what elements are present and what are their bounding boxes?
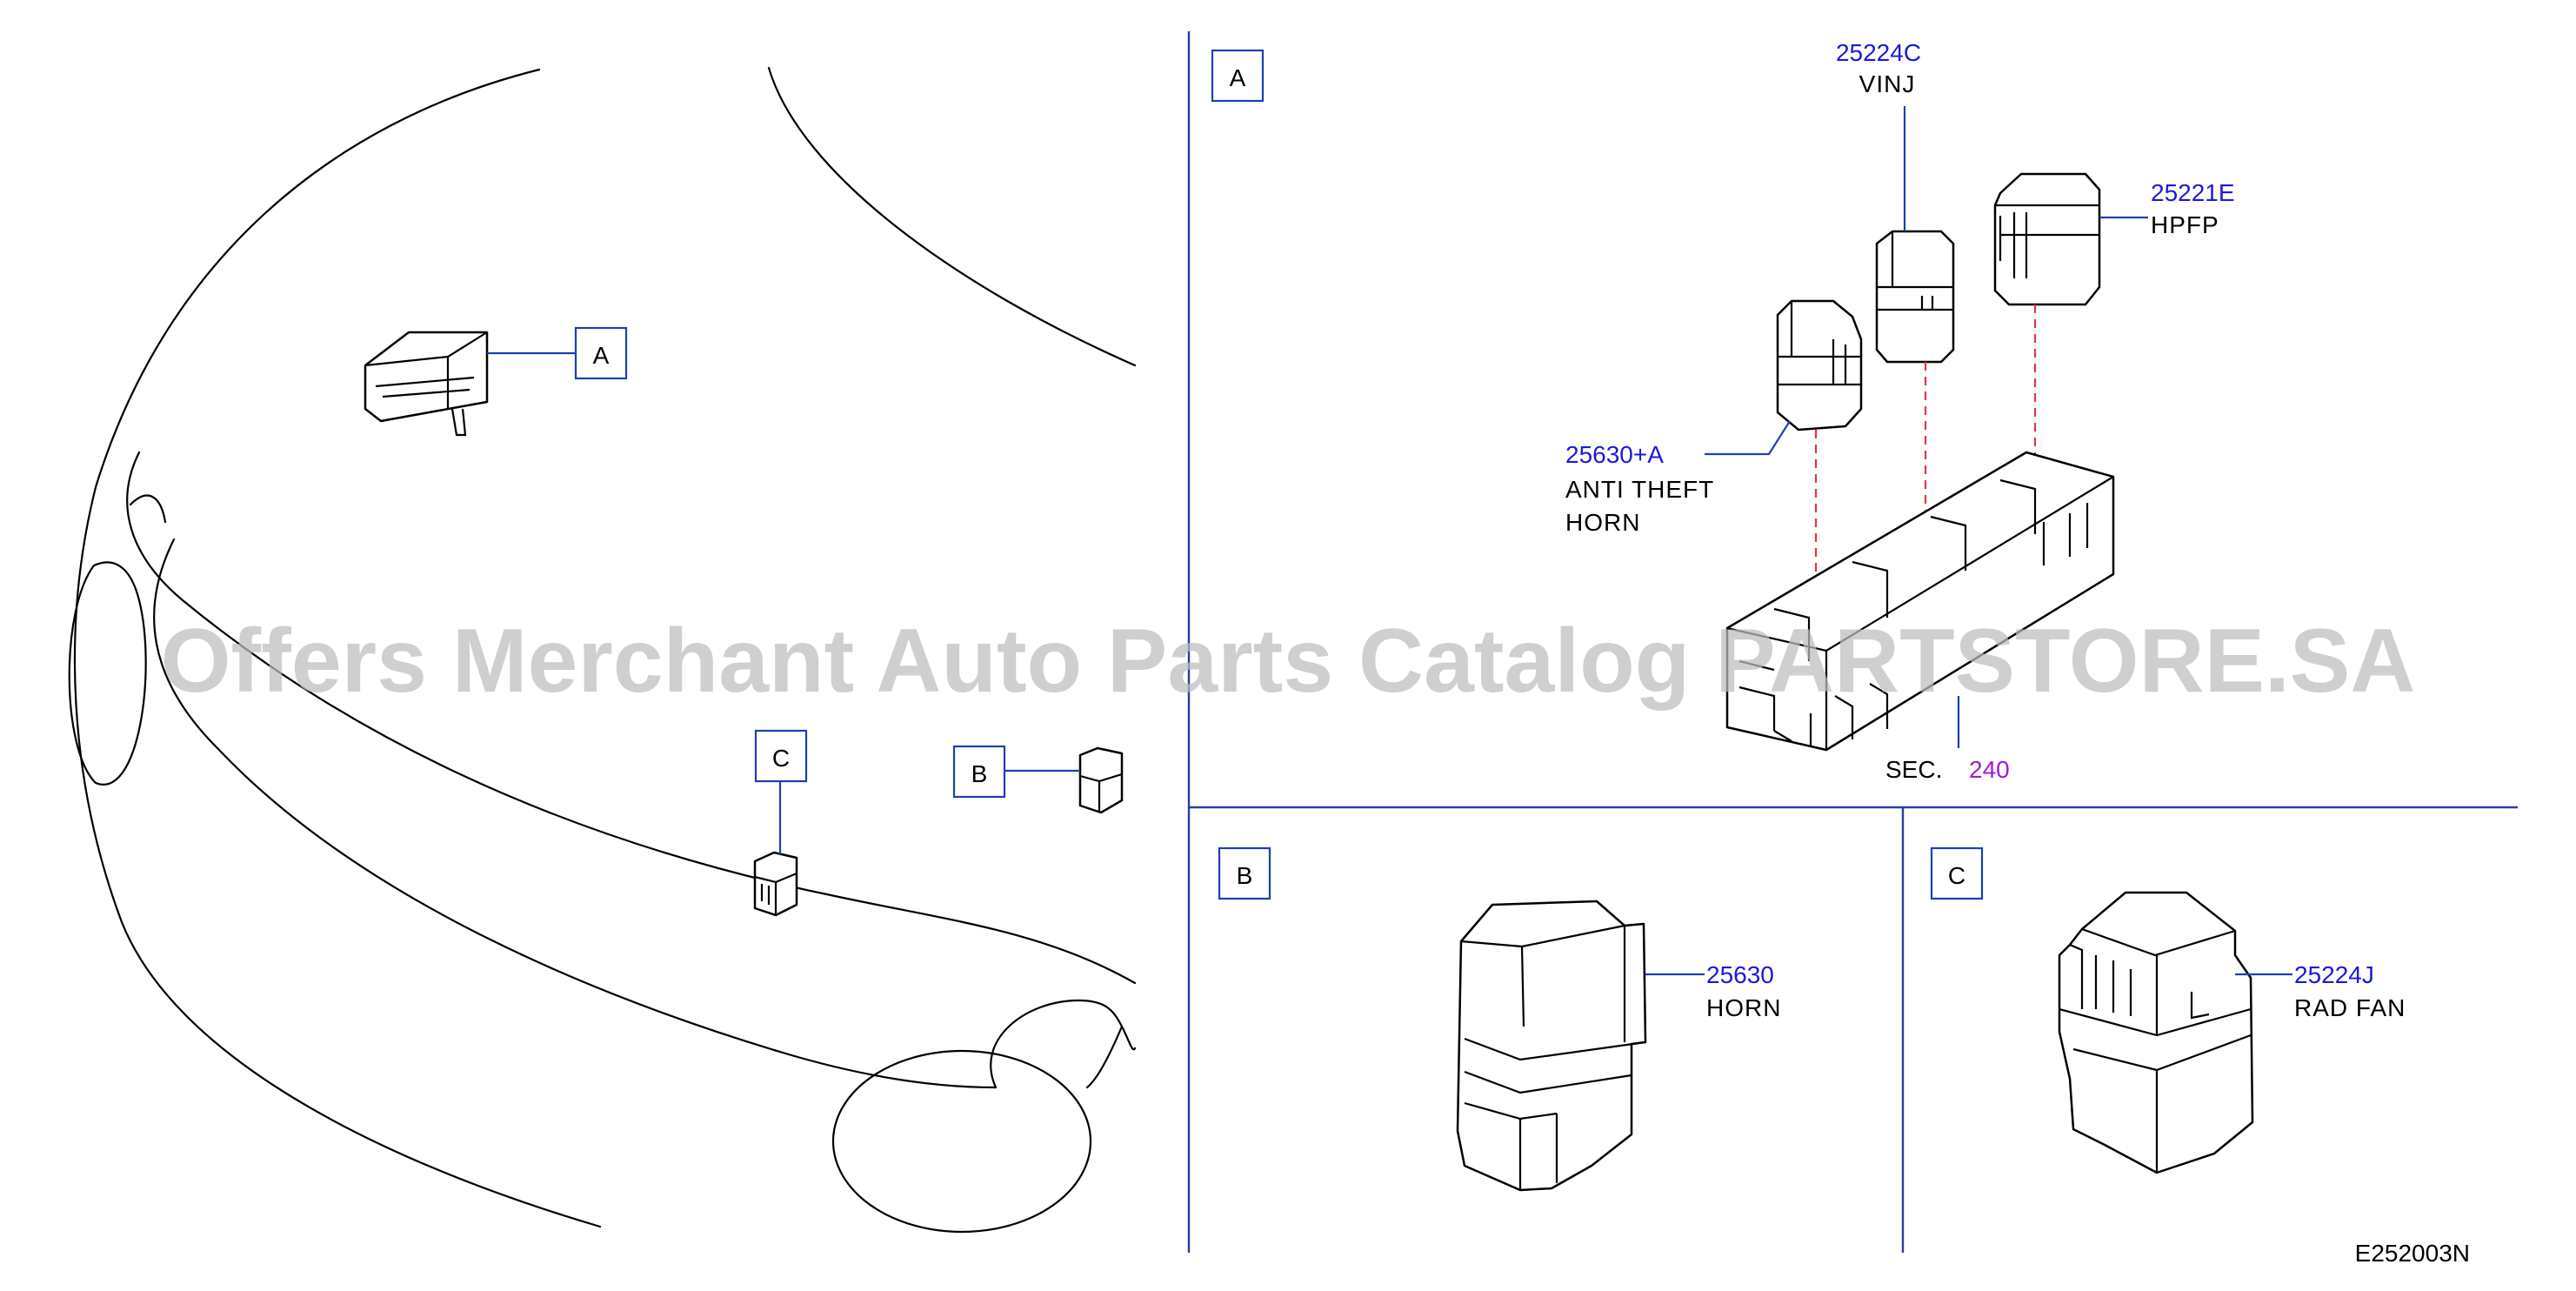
part-desc-horn-a: HORN	[1565, 509, 1640, 536]
part-code-25630: 25630	[1706, 961, 1774, 988]
part-desc-rad-fan: RAD FAN	[2294, 994, 2406, 1021]
part-code-25224j: 25224J	[2294, 961, 2374, 988]
relay-25224c	[1875, 230, 1955, 364]
section-ref-number[interactable]: 240	[1969, 756, 2010, 783]
part-desc-anti-theft: ANTI THEFT	[1565, 476, 1714, 503]
car-label-a: A	[593, 342, 610, 369]
relay-25630a	[1776, 299, 1863, 431]
view-a-label: A	[1230, 64, 1246, 91]
car-relay-b	[1078, 746, 1124, 814]
view-c-label: C	[1948, 862, 1965, 889]
part-code-25630a: 25630+A	[1565, 441, 1664, 468]
relay-25224j	[2058, 891, 2254, 1174]
car-relay-c	[753, 851, 798, 917]
car-outline	[68, 66, 1137, 1234]
relay-25630	[1456, 900, 1647, 1192]
part-code-25221e: 25221E	[2151, 179, 2235, 206]
watermark: Offers Merchant Auto Parts Catalog PARTS…	[161, 611, 2416, 712]
part-desc-horn: HORN	[1706, 994, 1781, 1021]
car-label-c: C	[772, 745, 790, 772]
relay-block-housing	[1725, 451, 2115, 752]
part-desc-hpfp: HPFP	[2151, 211, 2219, 238]
part-code-25224c: 25224C	[1836, 39, 1921, 66]
part-desc-vinj: VINJ	[1859, 70, 1916, 97]
diagram-code: E252003N	[2355, 1240, 2470, 1267]
section-ref-prefix: SEC.	[1885, 756, 1942, 783]
car-relay-box-a	[364, 331, 489, 437]
view-b-label: B	[1237, 862, 1253, 889]
relay-25221e	[1993, 172, 2101, 306]
car-label-b: B	[971, 760, 988, 787]
